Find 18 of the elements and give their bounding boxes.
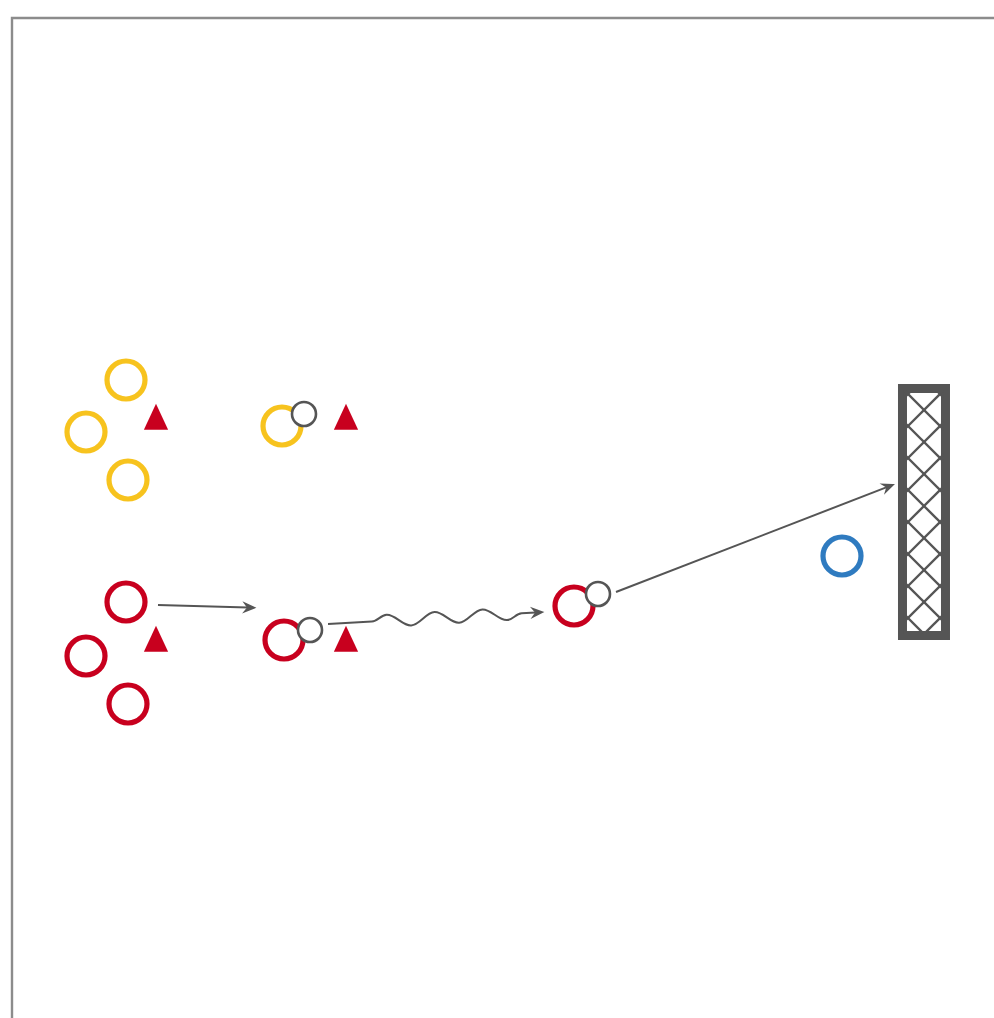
- player-circle: [104, 580, 148, 624]
- player-circle: [64, 634, 108, 678]
- player-circle: [262, 618, 306, 662]
- cone: [333, 403, 359, 430]
- player-circle: [260, 404, 304, 448]
- player-circle: [104, 358, 148, 402]
- ball: [290, 400, 318, 428]
- player-circle: [106, 682, 150, 726]
- player-circle: [64, 410, 108, 454]
- cone: [333, 625, 359, 652]
- ball: [584, 580, 612, 608]
- ball: [296, 616, 324, 644]
- player-circle: [820, 534, 864, 578]
- cone: [143, 403, 169, 430]
- player-circle: [106, 458, 150, 502]
- player-circle: [552, 584, 596, 628]
- goal: [898, 384, 950, 640]
- cone: [143, 625, 169, 652]
